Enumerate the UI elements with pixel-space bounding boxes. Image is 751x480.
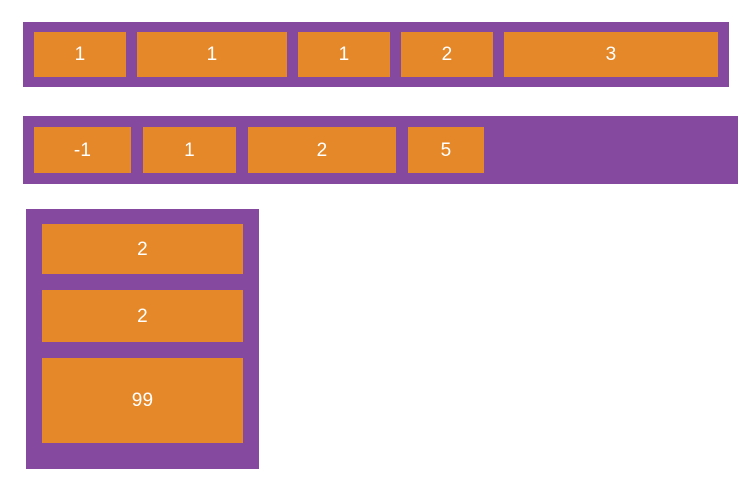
array-container-row-2: -1 1 2 5: [23, 116, 738, 184]
array-cell[interactable]: 1: [34, 32, 126, 77]
array-container-column-1: 2 2 99: [26, 209, 259, 469]
array-cell[interactable]: 5: [408, 127, 484, 173]
array-cell[interactable]: 3: [504, 32, 718, 77]
array-cell[interactable]: 2: [42, 224, 243, 274]
array-cell[interactable]: 99: [42, 358, 243, 443]
array-cell[interactable]: -1: [34, 127, 131, 173]
array-cell[interactable]: 2: [248, 127, 396, 173]
array-cell[interactable]: 2: [42, 290, 243, 342]
array-cell[interactable]: 1: [298, 32, 390, 77]
array-container-row-1: 1 1 1 2 3: [23, 22, 729, 87]
array-cell[interactable]: 1: [137, 32, 287, 77]
array-cell[interactable]: 1: [143, 127, 236, 173]
array-cell[interactable]: 2: [401, 32, 493, 77]
